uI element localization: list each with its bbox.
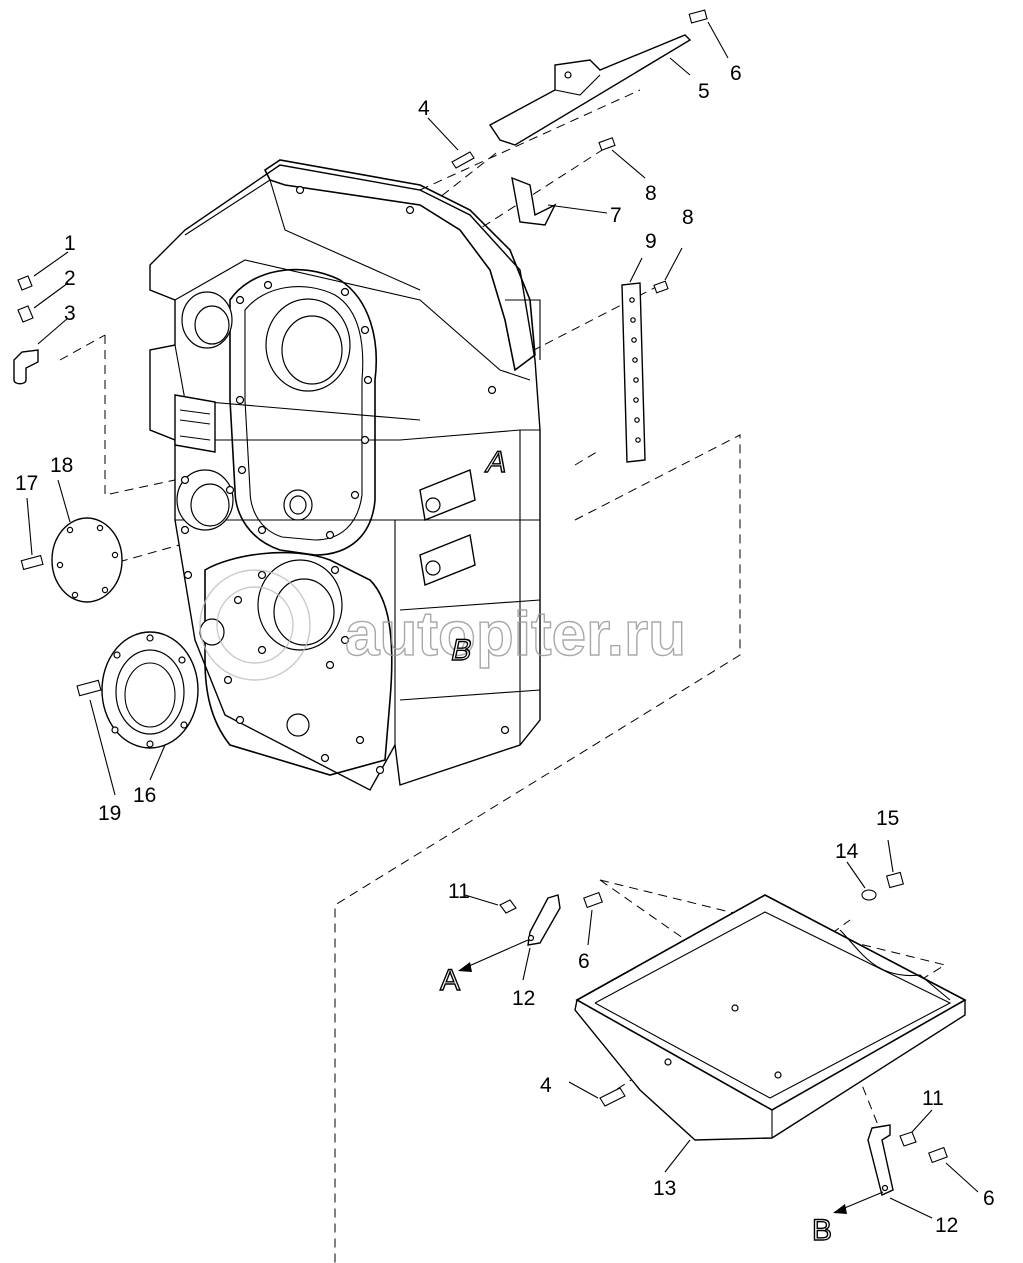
bolt-part-17 — [20, 554, 44, 571]
dowel-pin-part-4-lower — [599, 1087, 626, 1107]
fitting-parts-1-2-3 — [13, 275, 39, 385]
bracket-part-12-upper — [527, 894, 561, 946]
callout-4-top: 4 — [418, 97, 430, 120]
strip-part-9 — [621, 282, 646, 463]
housing-bolt-holes — [180, 185, 510, 775]
callout-18: 18 — [50, 454, 73, 477]
watermark-text: autopiter.ru — [345, 600, 686, 669]
watermark-logo — [199, 569, 311, 681]
screw-part-6-top — [688, 9, 708, 24]
callout-12-upper: 12 — [512, 987, 535, 1010]
bolt-part-19 — [76, 679, 102, 697]
callout-5: 5 — [698, 80, 710, 103]
nut-part-11-lower — [899, 1131, 917, 1147]
ref-letter-a-lower: A — [440, 964, 460, 997]
transmission-housing — [149, 159, 541, 791]
callout-16: 16 — [133, 784, 156, 807]
callout-6-top: 6 — [730, 62, 742, 85]
callout-12-lower: 12 — [935, 1214, 958, 1237]
bracket-part-7 — [511, 176, 557, 226]
dowel-pin-part-4 — [451, 151, 475, 169]
callout-1: 1 — [64, 232, 76, 255]
oil-pan-part-13 — [574, 894, 967, 1141]
screw-part-6-middle — [583, 891, 603, 909]
bearing-cover-part-16 — [101, 631, 199, 749]
callout-6-middle: 6 — [578, 950, 590, 973]
callout-6-lower: 6 — [983, 1187, 995, 1210]
callout-7: 7 — [610, 204, 622, 227]
callout-11-lower: 11 — [922, 1087, 944, 1110]
nut-part-11-upper — [499, 899, 517, 914]
screw-part-8-upper — [598, 137, 616, 151]
callout-2: 2 — [64, 267, 76, 290]
cover-plate-part-18 — [51, 517, 123, 603]
ref-letter-b-lower: B — [812, 1214, 832, 1247]
callout-3: 3 — [64, 302, 76, 325]
cover-plate-part-5 — [488, 34, 692, 146]
bracket-part-12-lower — [867, 1124, 894, 1196]
callout-8-lower: 8 — [682, 206, 694, 229]
callout-9: 9 — [645, 230, 657, 253]
screw-part-6-lower — [928, 1146, 948, 1164]
callout-13: 13 — [653, 1177, 676, 1200]
callout-17: 17 — [15, 472, 38, 495]
plug-part-15 — [886, 871, 904, 889]
screw-part-8-lower — [653, 280, 669, 294]
callout-19: 19 — [98, 802, 121, 825]
callout-4-lower: 4 — [540, 1074, 552, 1097]
callout-14: 14 — [835, 840, 859, 863]
callout-15: 15 — [876, 807, 899, 830]
callout-8-upper: 8 — [645, 182, 657, 205]
callout-11-upper: 11 — [448, 880, 470, 903]
washer-part-14 — [861, 889, 877, 901]
leader-lines — [26, 21, 979, 1219]
